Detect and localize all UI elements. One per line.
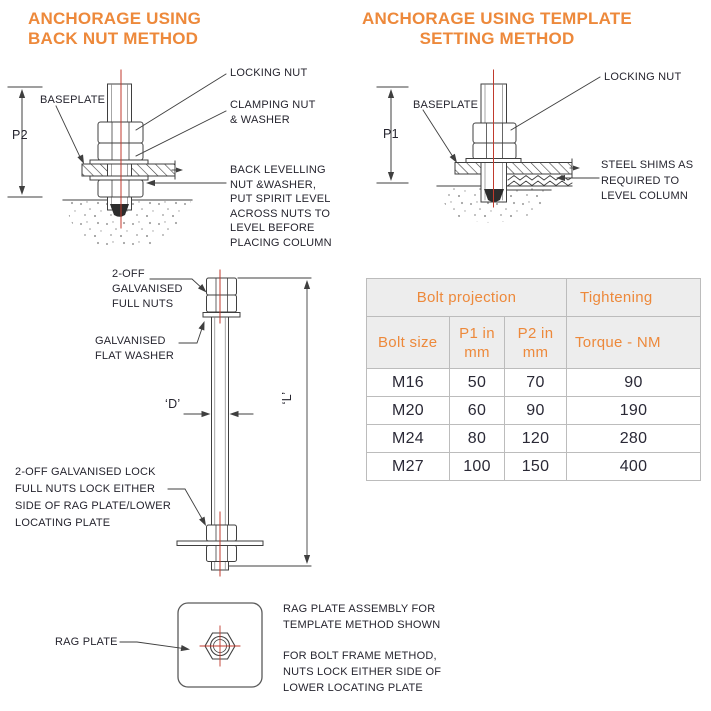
column-p1: P1 in mm bbox=[449, 316, 505, 369]
cell-p2: 90 bbox=[504, 396, 567, 425]
bolt-spec-table: Bolt projection Tightening Bolt size P1 … bbox=[366, 278, 701, 481]
title-template-method: ANCHORAGE USING TEMPLATE SETTING METHOD bbox=[362, 9, 632, 48]
lock-nuts-label: 2-OFF GALVANISED LOCK FULL NUTS LOCK EIT… bbox=[15, 466, 171, 529]
locking-nut-label-right: LOCKING NUT bbox=[604, 71, 682, 83]
cell-p1: 60 bbox=[449, 396, 505, 425]
column-torque: Torque - NM bbox=[566, 316, 701, 369]
p2-dimension-label: P2 bbox=[12, 128, 28, 142]
cell-bolt-size: M20 bbox=[366, 396, 450, 425]
table-row-m16: M16 50 70 90 bbox=[366, 368, 701, 397]
full-nuts-label: 2-OFF GALVANISED FULL NUTS bbox=[112, 268, 183, 310]
rag-plate-note-1: RAG PLATE ASSEMBLY FOR TEMPLATE METHOD S… bbox=[283, 603, 441, 631]
cell-p1: 80 bbox=[449, 424, 505, 453]
rag-plate-label: RAG PLATE bbox=[55, 636, 118, 648]
template-assembly-art bbox=[376, 69, 601, 223]
table-row-m24: M24 80 120 280 bbox=[366, 424, 701, 453]
table-group-header-row: Bolt projection Tightening bbox=[366, 278, 701, 317]
table-column-header-row: Bolt size P1 in mm P2 in mm Torque - NM bbox=[366, 316, 701, 369]
cell-p1: 100 bbox=[449, 452, 505, 481]
flat-washer-label: GALVANISED FLAT WASHER bbox=[95, 335, 175, 362]
cell-p2: 150 bbox=[504, 452, 567, 481]
title-back-nut-method: ANCHORAGE USING BACK NUT METHOD bbox=[28, 9, 202, 48]
clamping-nut-label: CLAMPING NUT & WASHER bbox=[230, 99, 316, 126]
cell-bolt-size: M27 bbox=[366, 452, 450, 481]
cell-torque: 280 bbox=[566, 424, 701, 453]
l-dimension-label: ‘L’ bbox=[280, 391, 294, 405]
bolt-detail-art bbox=[149, 269, 312, 577]
cell-p2: 70 bbox=[504, 368, 567, 397]
rag-plate-art bbox=[119, 602, 263, 688]
column-bolt-size: Bolt size bbox=[366, 316, 450, 369]
d-dimension-label: ‘D’ bbox=[165, 397, 181, 411]
baseplate-label-left: BASEPLATE bbox=[40, 94, 106, 106]
header-tightening: Tightening bbox=[566, 278, 701, 317]
steel-shims-label: STEEL SHIMS AS REQUIRED TO LEVEL COLUMN bbox=[601, 159, 694, 202]
cell-p1: 50 bbox=[449, 368, 505, 397]
baseplate-label-right: BASEPLATE bbox=[413, 99, 479, 111]
p1-dimension-label: P1 bbox=[383, 127, 399, 141]
table-row-m27: M27 100 150 400 bbox=[366, 452, 701, 481]
back-levelling-nut-label: BACK LEVELLING NUT &WASHER, PUT SPIRIT L… bbox=[230, 164, 332, 249]
cell-bolt-size: M24 bbox=[366, 424, 450, 453]
table-row-m20: M20 60 90 190 bbox=[366, 396, 701, 425]
cell-torque: 400 bbox=[566, 452, 701, 481]
header-bolt-projection: Bolt projection bbox=[366, 278, 567, 317]
cell-p2: 120 bbox=[504, 424, 567, 453]
rag-plate-note-2: FOR BOLT FRAME METHOD, NUTS LOCK EITHER … bbox=[283, 650, 442, 694]
cell-torque: 90 bbox=[566, 368, 701, 397]
cell-bolt-size: M16 bbox=[366, 368, 450, 397]
cell-torque: 190 bbox=[566, 396, 701, 425]
back-nut-assembly-art bbox=[7, 69, 227, 248]
column-p2: P2 in mm bbox=[504, 316, 567, 369]
locking-nut-label-left: LOCKING NUT bbox=[230, 67, 308, 79]
